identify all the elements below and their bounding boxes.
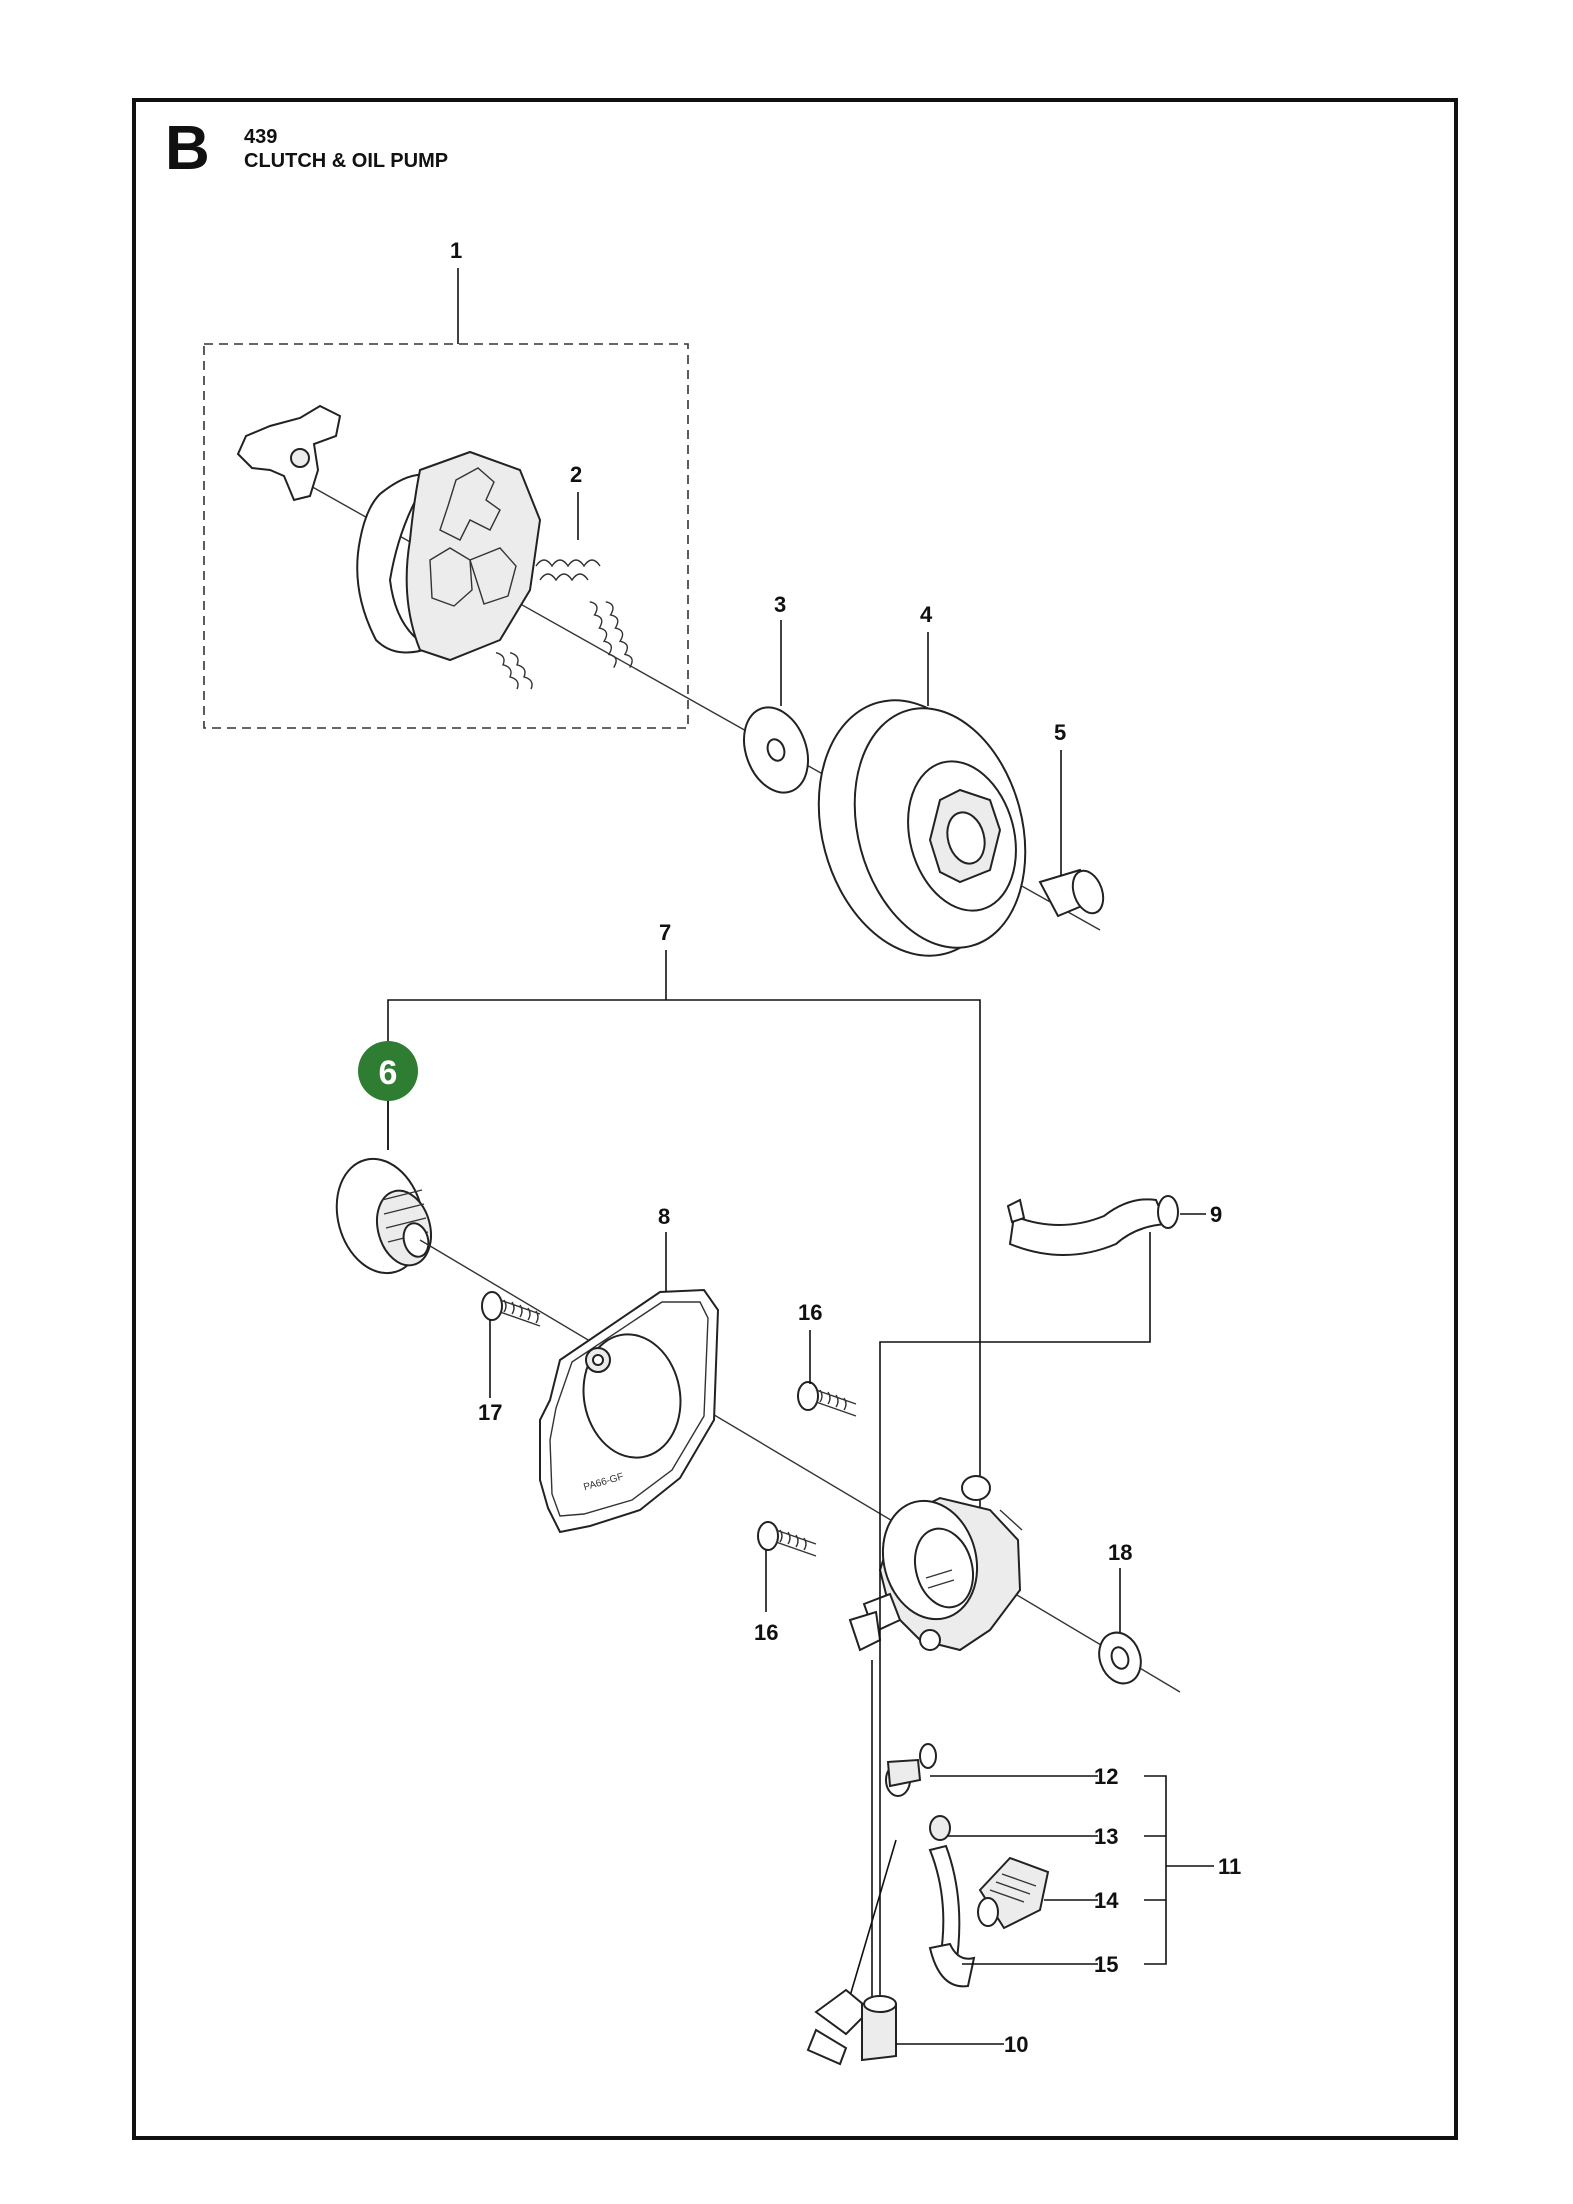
grommet-12-part: [885, 1743, 937, 1797]
callout-4: 4: [920, 602, 933, 627]
worm-gear-6-part: [335, 1157, 432, 1275]
callout-7: 7: [659, 920, 671, 945]
fitting-13-part: [929, 1815, 951, 1841]
callout-12: 12: [1094, 1764, 1118, 1789]
callout-16-upper: 16: [798, 1300, 822, 1325]
cover-8-part: PA66-GF: [539, 1288, 720, 1534]
screw-16-upper-part: [797, 1381, 857, 1417]
callout-14: 14: [1094, 1888, 1119, 1913]
callout-16-lower: 16: [754, 1620, 778, 1645]
section-letter: B: [165, 114, 210, 183]
oil-pickup-10-part: [806, 1988, 897, 2066]
callout-2: 2: [570, 462, 582, 487]
callout-8: 8: [658, 1204, 670, 1229]
bracket-11: [1144, 1775, 1167, 1965]
filter-14-part: [977, 1856, 1050, 1930]
callout-1: 1: [450, 238, 462, 263]
clutch-hub-part: [236, 404, 542, 662]
spring-small-part: [495, 652, 533, 690]
callout-11: 11: [1218, 1854, 1241, 1879]
screw-17-part: [481, 1291, 541, 1327]
pump-axis-line: [419, 1239, 1181, 1693]
callout-6-badge: [358, 1041, 418, 1101]
callout-10: 10: [1004, 2032, 1028, 2057]
clutch-assembly-box: [203, 343, 689, 729]
screw-16-lower-part: [757, 1521, 817, 1557]
callout-17: 17: [478, 1400, 502, 1425]
diagram-frame: [132, 98, 1458, 2140]
clutch-drum-4-part: [817, 699, 1027, 957]
callout-18: 18: [1108, 1540, 1132, 1565]
callout-6: 6: [379, 1054, 398, 1092]
spring-2-part: [535, 559, 601, 582]
section-title: CLUTCH & OIL PUMP: [244, 150, 449, 172]
suction-hose-15-part: [928, 1844, 976, 1988]
callout-9: 9: [1210, 1202, 1222, 1227]
oil-pump-7-part: [848, 1475, 1022, 1652]
callout-13: 13: [1094, 1824, 1118, 1849]
hose-9-part: [1006, 1195, 1179, 1256]
needle-bearing-5-part: [1038, 868, 1105, 918]
callout-5: 5: [1054, 720, 1066, 745]
model-number: 439: [244, 126, 278, 148]
callout-15: 15: [1094, 1952, 1118, 1977]
callout-3: 3: [774, 592, 786, 617]
spring-large-part: [589, 601, 633, 668]
leader-9: [879, 1232, 1151, 2020]
